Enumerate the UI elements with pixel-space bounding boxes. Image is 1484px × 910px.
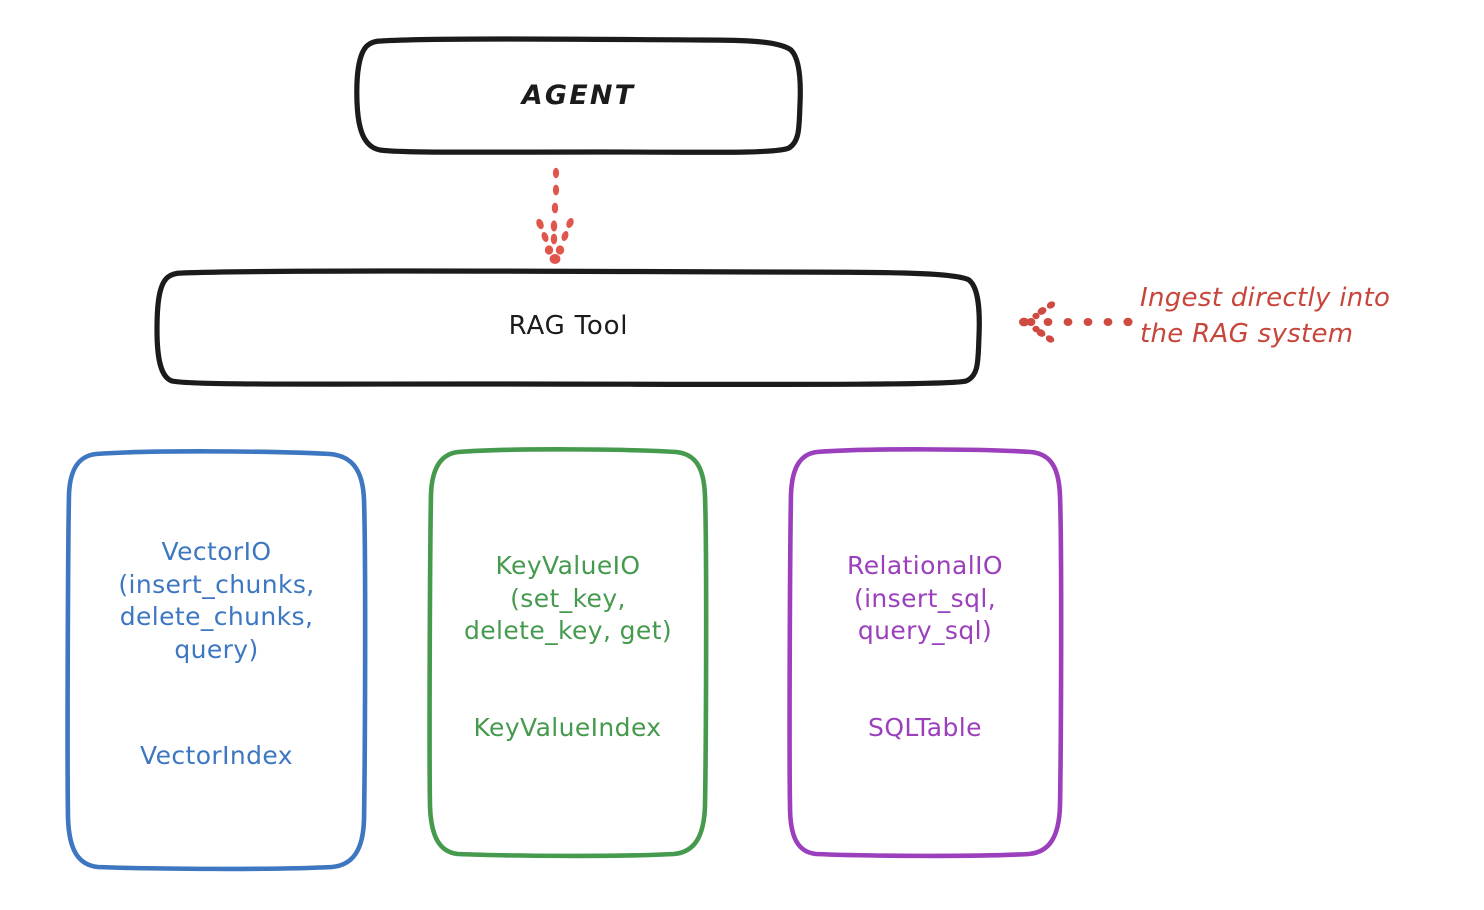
- keyvalue-io-box-outline: [427, 447, 709, 859]
- relational-io-box-outline: [787, 447, 1064, 859]
- vector-io-node[interactable]: [65, 449, 368, 872]
- agent-box-outline: [354, 36, 803, 155]
- agent-node[interactable]: [354, 36, 803, 155]
- connector-annotation-to-rag: [1019, 301, 1133, 343]
- rag-tool-box-outline: [154, 268, 982, 387]
- keyvalue-io-node[interactable]: [427, 447, 709, 859]
- relational-io-node[interactable]: [787, 447, 1064, 859]
- rag-tool-node[interactable]: [154, 268, 982, 387]
- connector-agent-to-rag: [536, 167, 574, 264]
- vector-io-box-outline: [65, 449, 368, 872]
